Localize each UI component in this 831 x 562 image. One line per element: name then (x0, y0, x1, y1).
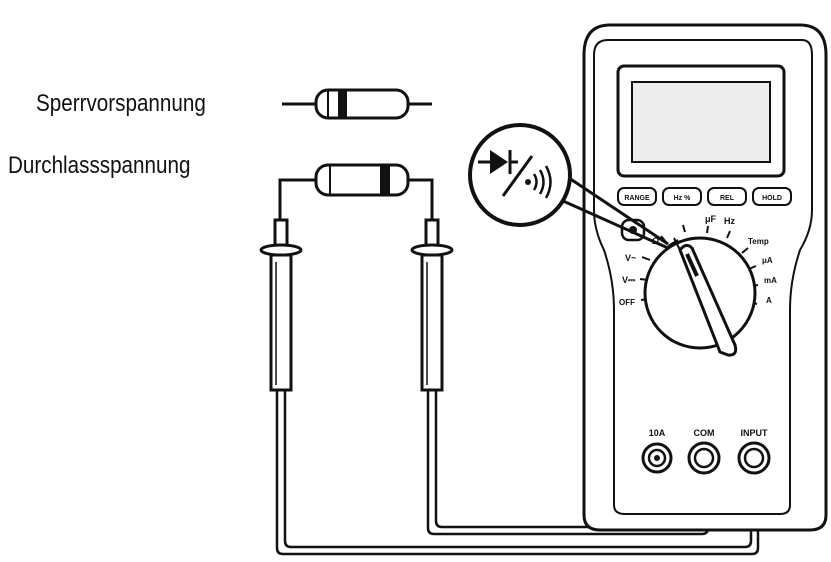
dial-label-milliamp: mA (764, 276, 777, 285)
dial-label-vac: V~ (625, 253, 636, 263)
continuity-beeper-icon (525, 165, 552, 199)
callout-slash (501, 155, 534, 197)
reverse-diode (282, 88, 432, 120)
button-row[interactable]: RANGE Hz % REL HOLD (617, 187, 792, 206)
test-probe-left[interactable] (259, 218, 303, 392)
dial-label-amp: A (766, 296, 772, 305)
selector-pointer (685, 253, 699, 277)
reverse-bias-label: Sperrvorspannung (36, 90, 206, 117)
dial-label-off: OFF (619, 298, 635, 307)
jack-input[interactable] (737, 441, 771, 475)
jack-label-com: COM (694, 428, 715, 438)
forward-diode (278, 163, 434, 246)
dial-label-capacitance: μF (705, 214, 717, 224)
rel-button[interactable] (707, 187, 747, 206)
dial-label-microamp: μA (762, 256, 773, 265)
dial-label-vdc: V⎓ (622, 275, 636, 285)
dial-label-hz: Hz (724, 216, 735, 226)
test-probe-right[interactable] (410, 218, 454, 392)
function-callout (468, 123, 669, 250)
jack-label-input: INPUT (741, 428, 769, 438)
diode-icon (478, 150, 518, 174)
lcd-display (631, 81, 771, 163)
dial-label-temp: Temp (748, 237, 769, 246)
jack-com[interactable] (687, 441, 721, 475)
jack-label-10a: 10A (649, 428, 666, 438)
rotary-selector[interactable] (643, 236, 757, 357)
range-button-label: RANGE (624, 195, 650, 202)
hz-button[interactable] (662, 187, 702, 206)
hold-button-label: HOLD (762, 195, 782, 202)
input-jacks: 10A COM INPUT (641, 428, 771, 475)
hz-button-label: Hz % (674, 195, 692, 202)
jack-10a[interactable] (641, 442, 673, 474)
hold-button[interactable] (752, 187, 792, 206)
rel-button-label: REL (720, 195, 735, 202)
multimeter: RANGE Hz % REL HOLD V~ V⎓ OFF Ω μF Hz Te… (582, 23, 828, 532)
forward-bias-label: Durchlassspannung (8, 152, 191, 179)
diode-position-mark (667, 237, 681, 251)
range-button[interactable] (617, 187, 657, 206)
